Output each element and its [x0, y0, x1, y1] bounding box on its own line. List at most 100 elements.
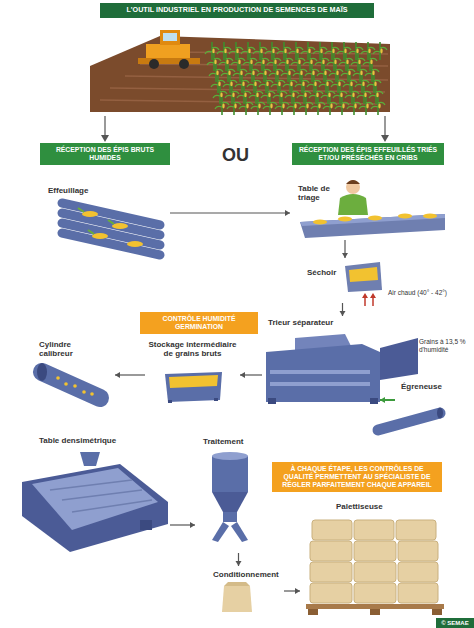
pallet-of-bags — [354, 583, 396, 603]
corn-cob — [368, 49, 370, 54]
stage-label: Égreneuse — [401, 382, 463, 391]
corn-cob — [252, 71, 254, 76]
seed-bag — [222, 582, 252, 612]
corn-leaf — [365, 69, 379, 76]
stage-node: Traitement — [195, 433, 265, 553]
stage-label: Conditionnement — [213, 570, 284, 579]
corn-cob — [340, 93, 342, 98]
separator-machine — [370, 398, 378, 404]
corn-cob — [222, 104, 224, 109]
corn-cob — [240, 71, 242, 76]
sorting-table — [300, 214, 445, 226]
stage-node: Cylindre calibreur — [25, 338, 115, 413]
pallet-of-bags — [398, 583, 438, 603]
hot-air-arrows — [372, 297, 374, 306]
field — [90, 36, 390, 112]
pallet-of-bags — [306, 604, 444, 609]
arrow-head — [340, 311, 346, 316]
sorting-table — [368, 216, 382, 221]
pallet-of-bags — [354, 562, 396, 582]
stage-label: Effeuillage — [48, 186, 118, 195]
treatment-silo — [212, 452, 248, 542]
note-label: Grains à 13,5 % d'humidité — [419, 338, 471, 354]
husking-rollers — [92, 233, 108, 239]
corn-cob — [248, 49, 250, 54]
pallet-of-bags — [308, 609, 318, 615]
arrow-head — [240, 372, 245, 378]
treatment-silo — [212, 456, 248, 492]
stage-node: Table densimétrique — [15, 432, 170, 557]
sorting-table — [346, 180, 360, 194]
treatment-silo — [231, 522, 248, 542]
sorting-table — [398, 214, 412, 219]
corn-cob — [330, 104, 332, 109]
corn-cob — [226, 60, 228, 65]
box-text: RÉCEPTION DES ÉPIS EFFEUILLÉS TRIÉS ET/O… — [296, 146, 440, 162]
corn-cob — [242, 82, 244, 87]
stage-label: Cylindre calibreur — [39, 340, 94, 358]
box-text: RÉCEPTION DES ÉPIS BRUTS HUMIDES — [44, 146, 166, 162]
flow-arrow — [240, 372, 262, 378]
harvester — [138, 30, 200, 69]
separator-machine — [266, 344, 380, 402]
corn-cob — [370, 60, 372, 65]
calibrating-cylinder — [37, 363, 47, 381]
corn-cob — [378, 104, 380, 109]
pallet-of-bags — [312, 520, 352, 540]
flow-line — [170, 212, 290, 213]
corn-cob — [260, 49, 262, 54]
corn-cob — [302, 82, 304, 87]
corn-cob — [264, 71, 266, 76]
pallet-of-bags — [306, 520, 444, 615]
corn-cob — [290, 82, 292, 87]
corn-cob — [280, 93, 282, 98]
flow-arrow — [340, 303, 346, 316]
stage-label: Trieur séparateur — [268, 318, 358, 327]
flow-arrow — [170, 522, 195, 528]
gravity-table — [140, 520, 152, 530]
husking-rollers — [82, 211, 98, 217]
pallet-of-bags — [354, 520, 394, 540]
corn-cob — [312, 71, 314, 76]
corn-cob — [272, 49, 274, 54]
corn-cob — [224, 49, 226, 54]
corn-cob — [220, 93, 222, 98]
gravity-table — [50, 480, 152, 512]
arrow-head — [285, 210, 290, 216]
corn-cob — [234, 104, 236, 109]
corn-cob — [358, 60, 360, 65]
corn-cob — [310, 60, 312, 65]
field-arrows — [101, 116, 389, 142]
stage-label: Traitement — [203, 437, 263, 446]
dryer — [345, 262, 382, 292]
sheller-tube — [437, 408, 443, 419]
arrow-head — [380, 397, 385, 403]
corn-cob — [314, 82, 316, 87]
field-arrows — [104, 116, 105, 137]
storage-bin — [168, 400, 172, 403]
corn-leaf — [363, 58, 377, 65]
field-arrows — [101, 135, 109, 142]
treatment-silo — [223, 512, 237, 522]
husking-rollers — [78, 208, 114, 234]
corn-cob — [336, 71, 338, 76]
corn-cob — [216, 71, 218, 76]
gravity-table — [32, 468, 158, 530]
stage-node: Palettiseuse — [300, 500, 445, 620]
corn-cob — [296, 49, 298, 54]
stage-label: Stockage intermédiaire de grains bruts — [145, 340, 240, 358]
box-text: À CHAQUE ÉTAPE, LES CONTRÔLES DE QUALITÉ… — [276, 465, 438, 489]
corn-cob — [344, 49, 346, 54]
arrow-head — [295, 588, 300, 594]
corn-cob — [354, 104, 356, 109]
pallet-of-bags — [354, 541, 396, 561]
separator-machine — [268, 398, 276, 404]
corn-cob — [256, 93, 258, 98]
corn-cob — [360, 71, 362, 76]
stage-node: Effeuillage — [42, 186, 170, 261]
corn-cob — [316, 93, 318, 98]
harvester — [149, 59, 159, 69]
sorting-table — [338, 194, 368, 215]
process-box: À CHAQUE ÉTAPE, LES CONTRÔLES DE QUALITÉ… — [272, 462, 442, 492]
